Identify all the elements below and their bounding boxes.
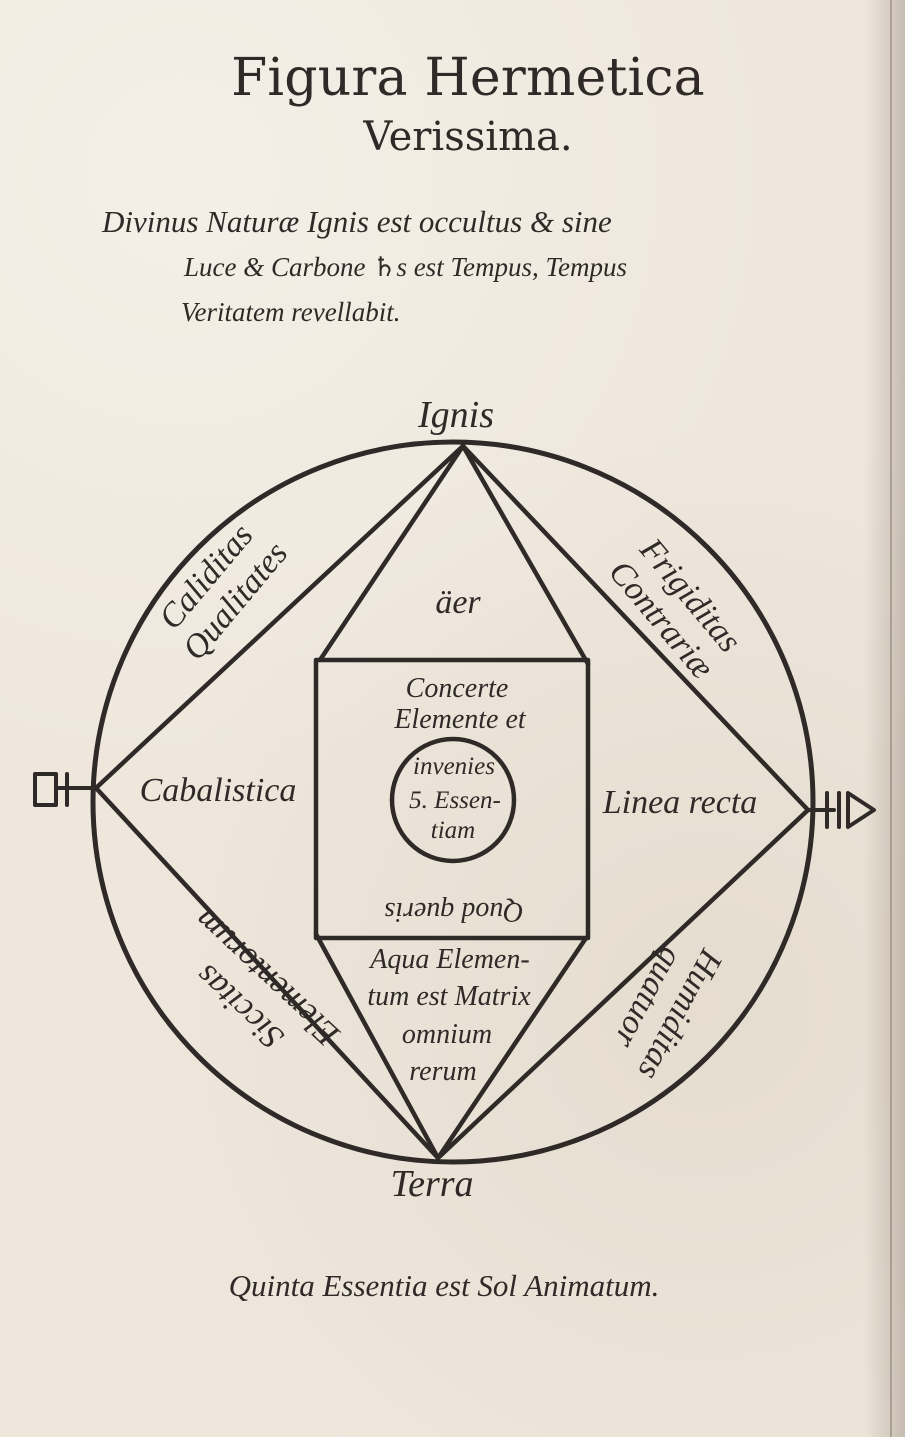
label-quod-queris: Quod queris bbox=[384, 896, 523, 927]
outer-circle bbox=[90, 439, 816, 1165]
upper-left-quadrant-text: Caliditas Qualitates bbox=[152, 517, 295, 667]
lower-right-triangle-edge bbox=[435, 935, 589, 1161]
lower-right-quadrant-text: Humiditas quatuor bbox=[606, 941, 730, 1085]
motto-line-2: Luce & Carbone ♄s est Tempus, Tempus bbox=[183, 252, 627, 282]
label-ignis: Ignis bbox=[417, 394, 494, 436]
left-key-icon bbox=[33, 772, 98, 807]
lower-left-quadrant-text: Siccitas Elementorum bbox=[187, 901, 347, 1056]
label-aer: äer bbox=[435, 584, 481, 621]
label-tiam: tiam bbox=[431, 817, 475, 844]
label-tum-est-matrix: tum est Matrix bbox=[367, 981, 531, 1012]
upper-left-triangle-edge bbox=[317, 443, 466, 663]
label-concerte: Concerte bbox=[406, 673, 509, 704]
label-aqua-elementum: Aqua Elemen- bbox=[368, 944, 529, 975]
label-omnium: omnium bbox=[402, 1019, 492, 1050]
inner-circle bbox=[389, 736, 517, 864]
label-elemente-et: Elemente et bbox=[393, 704, 527, 735]
motto-line-3: Veritatem revellabit. bbox=[181, 297, 400, 327]
label-rerum: rerum bbox=[409, 1056, 476, 1087]
hermetic-diagram: Ignis Terra Caliditas Qualitates Frigidi… bbox=[33, 394, 876, 1205]
page-title: Figura Hermetica bbox=[231, 48, 705, 108]
upper-right-quadrant-text: Frigiditas Contrariæ bbox=[601, 531, 748, 686]
right-arrow-icon bbox=[806, 791, 876, 829]
upper-right-triangle-edge bbox=[460, 443, 591, 667]
center-square bbox=[313, 657, 591, 941]
label-terra: Terra bbox=[390, 1163, 473, 1205]
page-subtitle: Verissima. bbox=[362, 114, 572, 160]
label-linea-recta: Linea recta bbox=[602, 784, 758, 821]
label-essen: 5. Essen- bbox=[409, 787, 501, 814]
label-invenies: invenies bbox=[413, 753, 495, 780]
lower-left-triangle-edge bbox=[313, 931, 441, 1161]
label-cabalistica: Cabalistica bbox=[140, 772, 297, 809]
inverted-center-text: Quod queris bbox=[384, 896, 523, 927]
footer-motto: Quinta Essentia est Sol Animatum. bbox=[229, 1268, 660, 1303]
motto-line-1: Divinus Naturæ Ignis est occultus & sine bbox=[101, 204, 612, 239]
